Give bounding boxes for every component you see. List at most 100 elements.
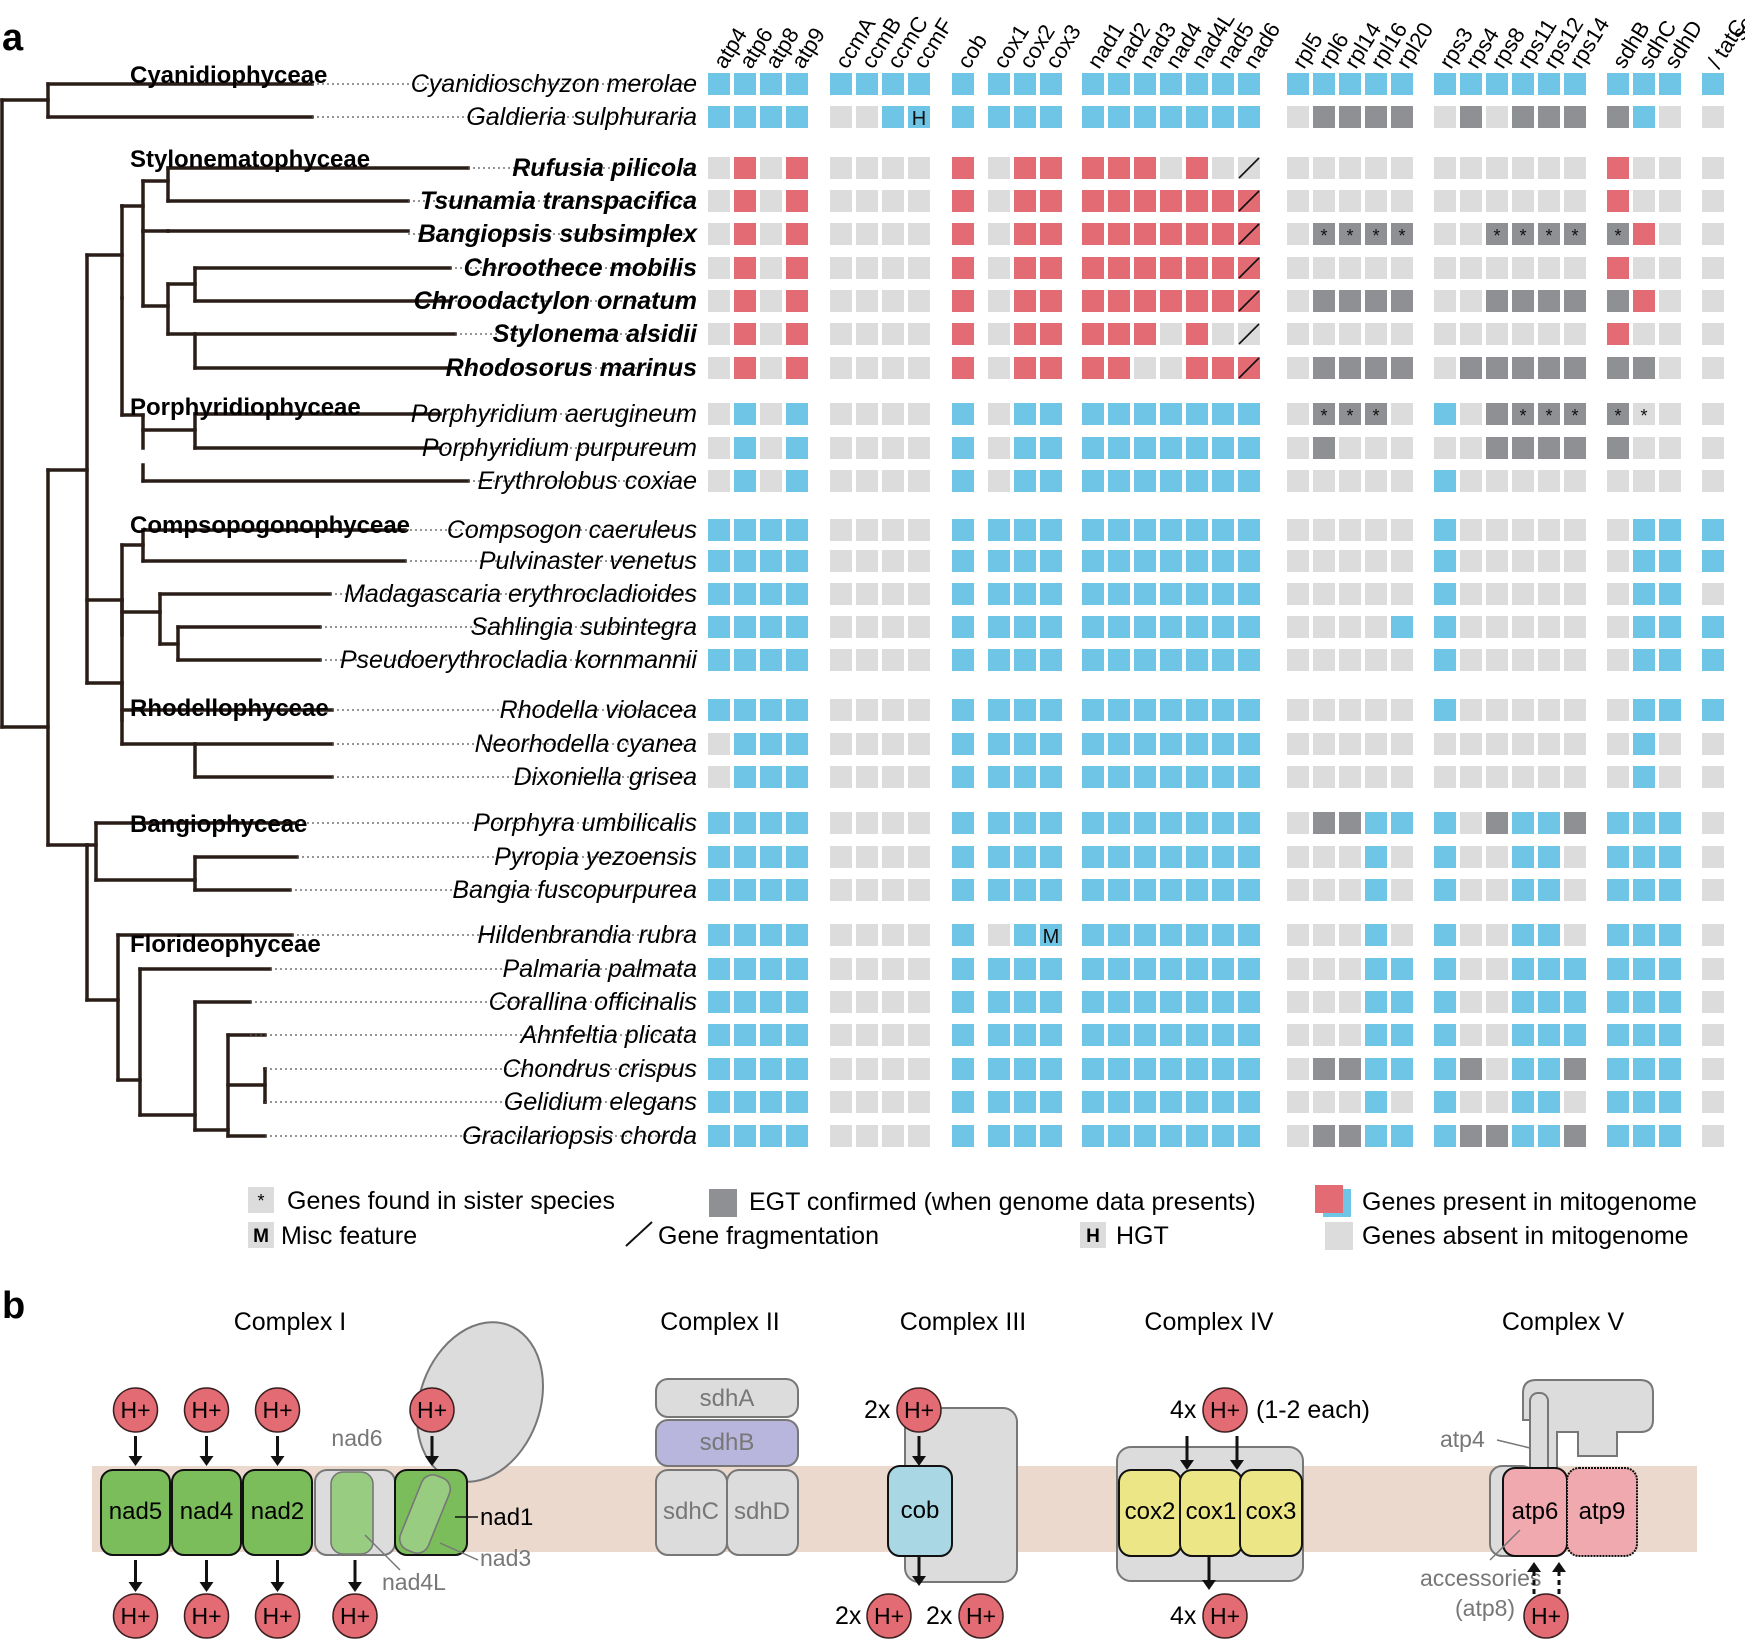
gene-cell: [856, 403, 878, 425]
gene-cell: [1434, 812, 1456, 834]
species-label: Gracilariopsis chorda: [462, 1122, 697, 1150]
gene-cell: [1339, 106, 1361, 128]
gene-cell: [1040, 437, 1062, 459]
gene-cell: [1659, 846, 1681, 868]
gene-cell: [1538, 519, 1560, 541]
species-label: Palmaria palmata: [502, 955, 697, 983]
gene-cell: [708, 470, 730, 492]
proton-icon: H+: [254, 1593, 301, 1639]
accessories-sub-label: (atp8): [1455, 1595, 1515, 1621]
gene-cell: [786, 766, 808, 788]
gene-cell: [1434, 290, 1456, 312]
gene-cell: [830, 290, 852, 312]
gene-cell: [1160, 879, 1182, 901]
proton-icon: H+: [112, 1593, 159, 1639]
gene-cell: [908, 550, 930, 572]
gene-cell: [1186, 1125, 1208, 1147]
arrow-head: [199, 1582, 214, 1592]
gene-cell: [1212, 323, 1234, 345]
species-label: Bangiopsis subsimplex: [418, 220, 698, 248]
gene-cell: [760, 73, 782, 95]
gene-cell: [882, 470, 904, 492]
gene-cell: [1134, 991, 1156, 1013]
gene-cell: [1108, 290, 1130, 312]
gene-cell: [1633, 766, 1655, 788]
gene-cell: [1186, 323, 1208, 345]
gene-cell: [1160, 812, 1182, 834]
gene-cell: [1040, 616, 1062, 638]
sdhB-box: [655, 1419, 799, 1467]
gene-cell: [1659, 733, 1681, 755]
gene-cell: [1040, 519, 1062, 541]
gene-cell: [1238, 1058, 1260, 1080]
gene-cell: [786, 550, 808, 572]
gene-cell: [1313, 879, 1335, 901]
cox-box: [1239, 1469, 1303, 1557]
gene-cell: [734, 257, 756, 279]
gene-cell: [1607, 519, 1629, 541]
gene-cell: [1082, 403, 1104, 425]
gene-cell: [1160, 157, 1182, 179]
gene-cell: [1702, 190, 1724, 212]
gene-cell: [786, 583, 808, 605]
gene-cell: [1160, 106, 1182, 128]
class-label: Cyanidiophyceae: [130, 62, 327, 89]
gene-cell: [1460, 733, 1482, 755]
proton-label: H+: [1531, 1603, 1561, 1629]
gene-cell: [1512, 519, 1534, 541]
gene-cell: [1313, 257, 1335, 279]
gene-cell: [1186, 924, 1208, 946]
gene-cell: [988, 924, 1010, 946]
gene-cell: [708, 437, 730, 459]
gene-cell: [1512, 323, 1534, 345]
gene-cell: [1702, 106, 1724, 128]
gene-cell: [1512, 699, 1534, 721]
species-label: Tsunamia transpacifica: [420, 187, 697, 215]
star-mark: *: [1614, 406, 1621, 426]
gene-cell: [1313, 958, 1335, 980]
gene-cell: [1365, 1058, 1387, 1080]
gene-cell: [1040, 649, 1062, 671]
gene-cell: [1014, 616, 1036, 638]
gene-cell: [1702, 470, 1724, 492]
gene-cell: [1313, 290, 1335, 312]
gene-cell: [1434, 73, 1456, 95]
gene-cell: [988, 1125, 1010, 1147]
gene-cell: [1434, 470, 1456, 492]
gene-cell: [1186, 846, 1208, 868]
gene-cell: [708, 290, 730, 312]
gene-cell: [1564, 323, 1586, 345]
gene-cell: [952, 846, 974, 868]
gene-cell: [1365, 991, 1387, 1013]
proton-icon: H+: [183, 1387, 230, 1433]
gene-cell: [1659, 403, 1681, 425]
gene-cell: [1238, 699, 1260, 721]
gene-cell: [1134, 437, 1156, 459]
gene-cell: [786, 616, 808, 638]
gene-cell: [1082, 879, 1104, 901]
gene-cell: [882, 766, 904, 788]
gene-cell: [1434, 766, 1456, 788]
gene-cell: [1186, 766, 1208, 788]
gene-cell: [1486, 583, 1508, 605]
gene-cell: [908, 106, 930, 128]
gene-cell: [1287, 991, 1309, 1013]
panel-b-letter: b: [2, 1285, 25, 1327]
nad6-label: nad6: [331, 1425, 382, 1451]
gene-cell: [708, 924, 730, 946]
gene-cell: [882, 403, 904, 425]
gene-cell: [1460, 73, 1482, 95]
gene-cell: [1460, 991, 1482, 1013]
gene-cell: [1659, 812, 1681, 834]
gene-cell: [1607, 649, 1629, 671]
gene-cell: [1040, 550, 1062, 572]
gene-cell: [1607, 437, 1629, 459]
class-label: Bangiophyceae: [130, 811, 307, 838]
arrow-head: [270, 1456, 285, 1466]
gene-cell: [1512, 766, 1534, 788]
gene-cell: [1538, 812, 1560, 834]
gene-cell: [760, 924, 782, 946]
gene-cell: [760, 190, 782, 212]
gene-cell: [708, 73, 730, 95]
arrow-head: [199, 1456, 214, 1466]
